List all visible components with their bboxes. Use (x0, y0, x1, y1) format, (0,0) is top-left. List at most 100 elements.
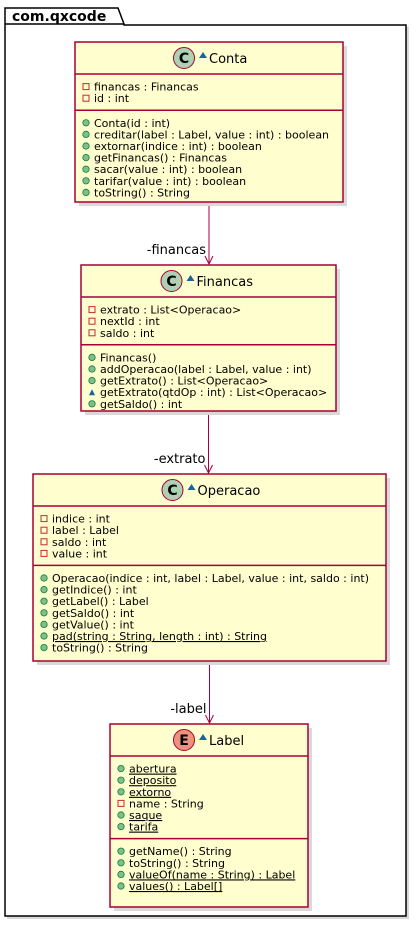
field-row: nextId : int (88, 315, 160, 328)
method-row: pad(string : String, length : int) : Str… (40, 630, 267, 643)
associations: -financas -extrato -label (147, 202, 214, 725)
method-row: getSaldo() : int (88, 398, 183, 411)
field-text: abertura (129, 763, 177, 776)
public-visibility-icon (40, 597, 48, 605)
badge-letter: C (166, 274, 176, 290)
method-text: getExtrato() : List<Operacao> (100, 375, 268, 388)
field-row: tarifa (117, 821, 158, 834)
field-text: saque (129, 809, 162, 822)
field-row: indice : int (40, 513, 111, 526)
field-text: name : String (129, 797, 204, 810)
public-visibility-icon (88, 400, 96, 408)
public-visibility-icon (40, 585, 48, 594)
method-row: toString() : String (117, 857, 225, 870)
public-visibility-icon (117, 811, 125, 819)
public-visibility-icon (117, 859, 125, 867)
method-row: extornar(indice : int) : boolean (82, 140, 262, 153)
class-name: Conta (209, 52, 247, 67)
field-text: id : int (94, 92, 130, 105)
method-text: addOperacao(label : Label, value : int) (100, 363, 312, 376)
public-visibility-icon (117, 788, 125, 796)
private-visibility-icon (82, 83, 90, 91)
private-visibility-icon (40, 549, 48, 557)
enum-badge-icon (173, 729, 195, 751)
method-text: pad(string : String, length : int) : Str… (52, 630, 267, 643)
private-visibility-icon (117, 799, 125, 807)
public-visibility-icon (82, 165, 90, 173)
class-badge-icon (161, 479, 184, 501)
field-row: financas : Financas (82, 81, 199, 94)
class-name: Financas (197, 275, 254, 290)
method-text: getSaldo() : int (100, 398, 183, 411)
field-row: deposito (117, 774, 177, 787)
method-row: Financas() (88, 351, 156, 364)
public-visibility-icon (88, 376, 96, 385)
method-text: getValue() : int (52, 618, 135, 631)
public-visibility-icon (117, 882, 125, 890)
method-text: Financas() (100, 351, 156, 364)
arrowhead-icon (204, 255, 214, 266)
role-label: -label (170, 702, 206, 717)
private-visibility-icon (82, 94, 90, 102)
method-text: values() : Label[] (129, 880, 222, 893)
private-visibility-icon (88, 329, 96, 337)
public-visibility-icon (40, 574, 48, 582)
field-row: saque (117, 809, 162, 822)
method-text: getLabel() : Label (52, 595, 149, 608)
class-name: Operacao (198, 484, 261, 499)
package-visibility-icon (199, 52, 207, 58)
method-text: Conta(id : int) (94, 117, 170, 130)
method-row: tarifar(value : int) : boolean (82, 175, 246, 188)
public-visibility-icon (82, 119, 90, 127)
method-text: toString() : String (52, 642, 148, 655)
method-row: Conta(id : int) (82, 117, 170, 130)
method-text: getExtrato(qtdOp : int) : List<Operacao> (100, 386, 327, 399)
method-text: getIndice() : int (52, 584, 137, 597)
public-visibility-icon (117, 776, 125, 784)
field-row: saldo : int (88, 327, 155, 340)
method-row: getExtrato(qtdOp : int) : List<Operacao> (89, 386, 327, 399)
private-visibility-icon (40, 515, 48, 523)
field-row: extorno (117, 786, 171, 799)
method-text: getSaldo() : int (52, 607, 135, 620)
arrowhead-icon (204, 464, 213, 475)
public-visibility-icon (40, 643, 48, 652)
public-visibility-icon (40, 620, 48, 629)
method-row: creditar(label : Label, value : int) : b… (82, 128, 329, 141)
field-row: value : int (40, 547, 108, 560)
package-visibility-icon (187, 484, 196, 490)
method-row: Operacao(indice : int, label : Label, va… (40, 572, 369, 585)
field-text: value : int (52, 547, 108, 560)
field-row: label : Label (40, 524, 119, 537)
method-row: valueOf(name : String) : Label (117, 868, 295, 881)
arrowhead-icon (205, 714, 214, 725)
public-visibility-icon (40, 632, 48, 640)
class-badge-icon (160, 270, 183, 292)
field-text: saldo : int (100, 327, 155, 340)
method-row: toString() : String (40, 642, 148, 655)
private-visibility-icon (88, 306, 96, 314)
association-conta-financas: -financas (147, 202, 214, 266)
method-text: sacar(value : int) : boolean (94, 163, 242, 176)
role-label: -financas (147, 243, 206, 258)
public-visibility-icon (88, 365, 96, 373)
package-visibility-icon (186, 275, 195, 281)
field-text: deposito (129, 774, 177, 787)
role-label: -extrato (154, 452, 206, 467)
field-text: tarifa (129, 821, 158, 834)
method-text: getName() : String (129, 845, 232, 858)
package-visibility-icon (199, 734, 207, 740)
class-name: Label (209, 734, 244, 749)
method-text: tarifar(value : int) : boolean (94, 175, 246, 188)
method-text: extornar(indice : int) : boolean (94, 140, 262, 153)
private-visibility-icon (40, 526, 48, 534)
field-text: label : Label (52, 524, 119, 537)
field-row: abertura (117, 763, 177, 776)
public-visibility-icon (40, 609, 48, 617)
